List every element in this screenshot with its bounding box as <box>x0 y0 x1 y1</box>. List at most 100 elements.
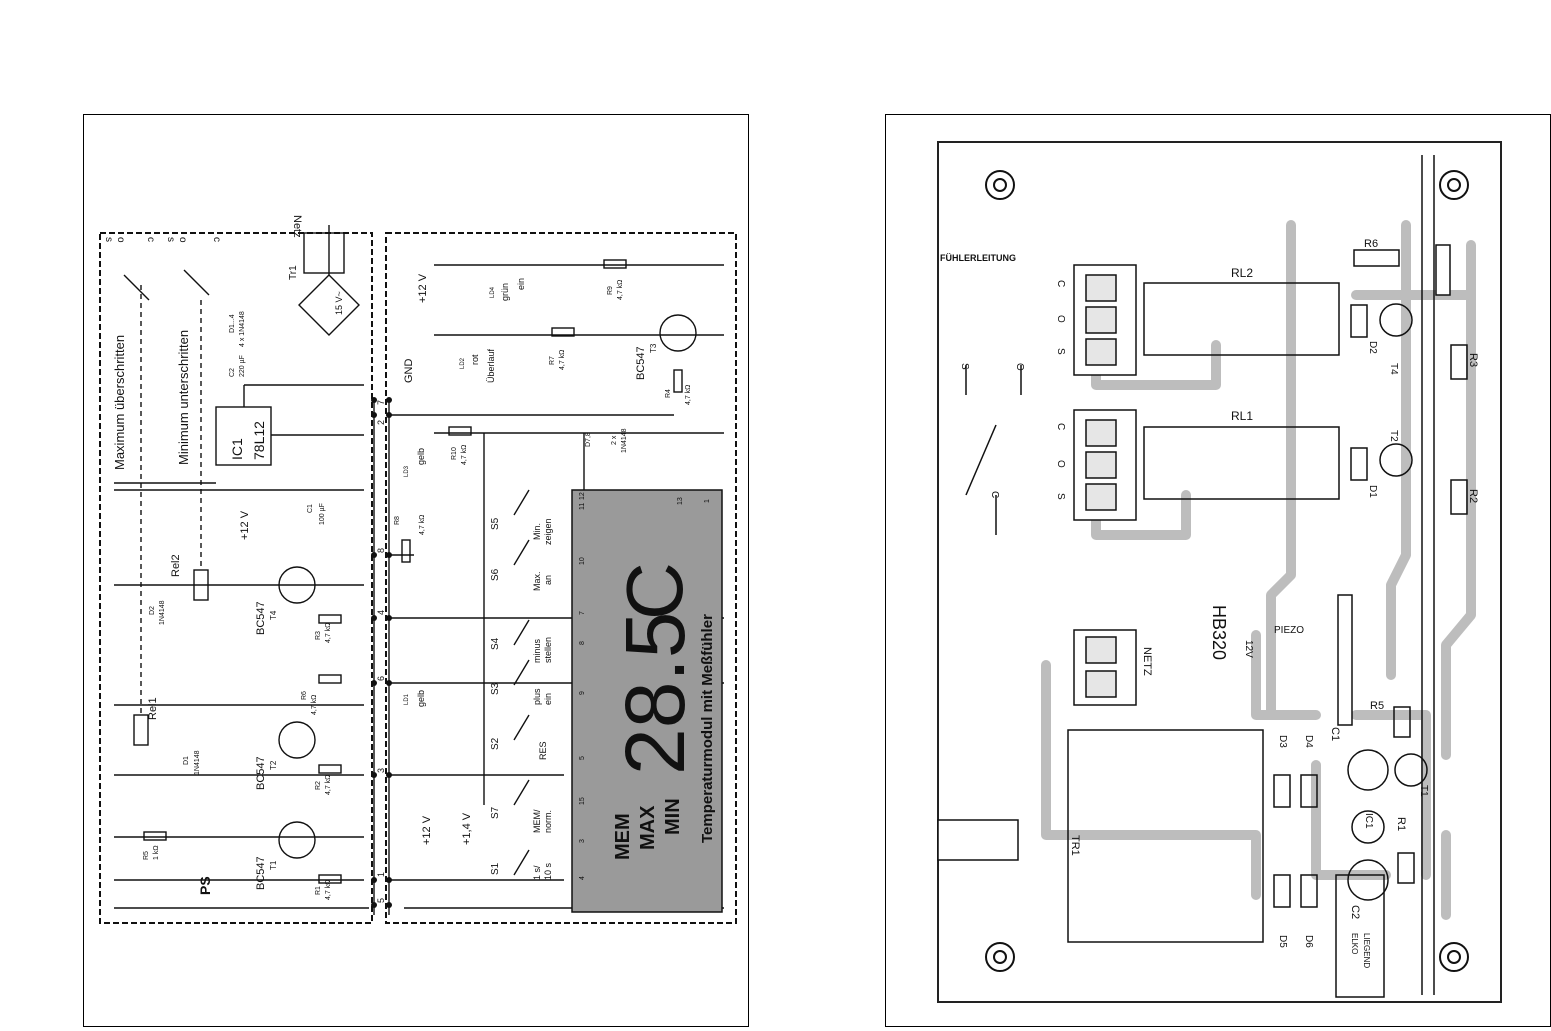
pcb-d1: D1 <box>1367 485 1378 498</box>
display-value: 28.5 <box>608 612 702 776</box>
pcb-term-rl1-o: O <box>1055 460 1066 468</box>
switch-s3-l1: plus <box>532 688 542 705</box>
label-d2: D2 <box>149 606 156 615</box>
module-pin-15: 15 <box>579 797 586 805</box>
pcb-term-rl1-c: C <box>1055 423 1066 430</box>
module-pin-8: 8 <box>579 641 586 645</box>
display-min: MIN <box>662 798 684 835</box>
label-ld4-text: ein <box>516 278 526 290</box>
pcb-t4: T4 <box>1388 363 1399 375</box>
label-r4-val: 4,7 kΩ <box>685 385 692 405</box>
switch-s2: S2 <box>490 737 501 750</box>
module-pin-10: 10 <box>579 557 586 565</box>
switch-s4-l2: stellen <box>543 637 553 663</box>
label-ps: PS <box>197 876 213 895</box>
label-r3-val: 4,7 kΩ <box>325 623 332 643</box>
label-bc547-t3: BC547 <box>635 346 647 380</box>
label-r2: R2 <box>315 781 322 790</box>
label-78l12: 78L12 <box>251 421 267 460</box>
module-pin-9: 9 <box>579 691 586 695</box>
switch-s4-l1: minus <box>532 638 542 663</box>
schematic-diagram: Maximum überschritten Minimum unterschri… <box>99 215 737 924</box>
module-title: Temperaturmodul mit Meßfühler <box>699 614 716 843</box>
switch-s1-l2: 10 s <box>543 862 553 880</box>
label-r5-val: 1 kΩ <box>153 845 160 860</box>
pcb-tr1: TR1 <box>1069 835 1081 856</box>
label-r4: R4 <box>665 389 672 398</box>
label-t1: T1 <box>269 860 278 870</box>
switch-s6-l2: an <box>543 575 553 585</box>
pcb-piezo: PIEZO <box>1274 625 1304 636</box>
label-12v-low: +12 V <box>421 815 433 845</box>
label-o1: o <box>115 237 126 243</box>
pcb-term-rl2-o: O <box>1055 315 1066 323</box>
label-d2-part: 1N4148 <box>159 600 166 625</box>
pcb-fuehlerleitung: FÜHLERLEITUNG <box>940 253 1016 263</box>
label-bc547-t2: BC547 <box>255 756 267 790</box>
label-r3: R3 <box>315 631 322 640</box>
switch-s2-l1: RES <box>538 741 548 760</box>
label-r7: R7 <box>549 356 556 365</box>
label-r8: R8 <box>394 516 401 525</box>
label-15v: 15 V~ <box>334 291 344 315</box>
pcb-term-rl2-c: C <box>1055 280 1066 287</box>
label-bridge-part: 4 x 1N4148 <box>239 311 246 347</box>
label-r9-val: 4,7 kΩ <box>617 280 624 300</box>
pcb-d5: D5 <box>1277 935 1288 948</box>
module-pin-1: 1 <box>704 499 711 503</box>
pcb-12v: 12V <box>1243 640 1254 658</box>
switch-s5-l1: Min. <box>532 523 542 540</box>
label-bridge: D1...4 <box>229 314 236 333</box>
label-ld3: LD3 <box>404 465 410 477</box>
label-ld4: LD4 <box>490 286 496 298</box>
label-ld1-color: gelb <box>416 690 426 707</box>
label-ld2-color: rot <box>470 354 480 365</box>
display-unit: C <box>610 562 699 620</box>
label-t4: T4 <box>269 610 278 620</box>
label-c1-val: 100 µF <box>319 503 326 525</box>
switch-s1: S1 <box>490 862 501 875</box>
label-c1: c <box>145 237 156 242</box>
switch-s7-l2: norm. <box>543 810 553 833</box>
label-bc547-t4: BC547 <box>255 601 267 635</box>
pcb-t1: T1 <box>1418 785 1429 797</box>
label-c2-val: 220 µF <box>239 355 246 377</box>
label-r8-val: 4,7 kΩ <box>419 515 426 535</box>
switch-s4: S4 <box>490 637 501 650</box>
pcb-c1: C1 <box>1329 727 1341 741</box>
pin-4: 4 <box>376 610 386 615</box>
label-r1: R1 <box>315 886 322 895</box>
label-d1-part: 1N4148 <box>194 750 201 775</box>
label-s2: s <box>165 237 176 242</box>
pcb-switch-c: C <box>989 491 1000 498</box>
pin-8: 8 <box>376 548 386 553</box>
pcb-switch-s: S <box>959 363 970 370</box>
pcb-d2: D2 <box>1367 341 1378 354</box>
label-c2: c <box>211 237 222 242</box>
label-12v-mid: +12 V <box>239 510 251 540</box>
pcb-ic1: IC1 <box>1363 813 1374 829</box>
label-r5: R5 <box>143 851 150 860</box>
label-o2: o <box>177 237 188 243</box>
switch-s5-l2: zeigen <box>543 518 553 545</box>
label-ld3-color: gelb <box>416 448 426 465</box>
module-pin-11: 11 <box>579 503 586 510</box>
label-14v: +1,4 V <box>461 812 473 845</box>
switch-s7: S7 <box>490 806 501 819</box>
label-tr1: Tr1 <box>288 265 299 280</box>
pcb-c2: C2 <box>1349 905 1361 919</box>
module-pin-5: 5 <box>579 756 586 760</box>
pin-2: 2 <box>376 420 386 425</box>
label-max-ueberschritten: Maximum überschritten <box>112 335 127 470</box>
label-d78-part: 2 x <box>611 435 618 445</box>
pcb-diagram: FÜHLERLEITUNG RL2 RL1 R6 R3 R2 R5 R1 D2 … <box>937 141 1502 1003</box>
label-bc547-t1: BC547 <box>255 856 267 890</box>
module-pin-13: 13 <box>677 497 684 505</box>
pcb-r5: R5 <box>1370 700 1384 712</box>
label-r1-val: 4,7 kΩ <box>325 880 332 900</box>
pin-7: 7 <box>376 400 386 405</box>
pcb-rl2: RL2 <box>1231 266 1253 280</box>
pcb-hb320: HB320 <box>1209 605 1229 660</box>
module-pin-4: 4 <box>579 876 586 880</box>
display-max: MAX <box>637 805 659 850</box>
